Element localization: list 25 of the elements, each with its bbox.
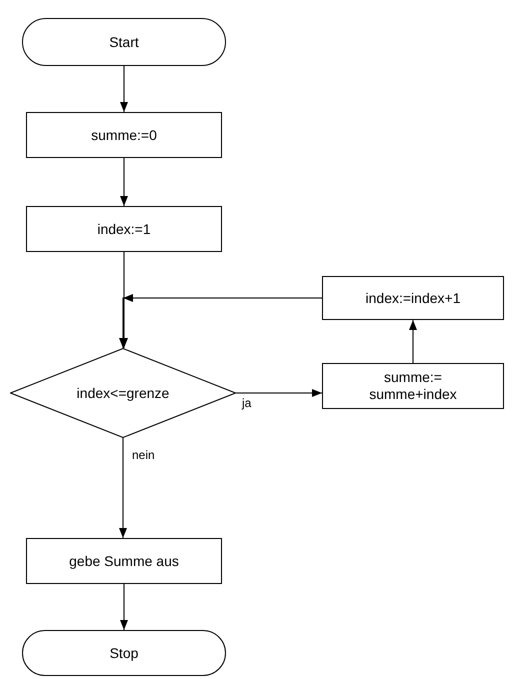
node-text: index<=grenze xyxy=(76,384,170,402)
edge-label: ja xyxy=(241,396,252,410)
node-text: summe:= summe+index xyxy=(369,369,457,403)
node-text: index:=1 xyxy=(97,220,151,238)
node-text: summe:=0 xyxy=(91,126,157,144)
process-box xyxy=(26,112,222,158)
node-text: Stop xyxy=(110,644,138,662)
arrow xyxy=(236,389,322,397)
arrow xyxy=(119,438,127,538)
process-box xyxy=(322,276,504,320)
terminal-box xyxy=(22,630,226,676)
arrow xyxy=(120,66,128,112)
process-box xyxy=(26,206,222,252)
node-text: Start xyxy=(109,34,139,50)
edge-label: nein xyxy=(131,448,156,462)
decision-diamond xyxy=(10,348,236,438)
arrow xyxy=(120,158,128,206)
process-box xyxy=(26,538,222,584)
node-text: index:=index+1 xyxy=(366,290,460,306)
node-text: gebe Summe aus xyxy=(69,552,179,570)
arrow xyxy=(119,294,322,348)
arrow xyxy=(409,320,417,364)
process-box xyxy=(322,363,504,409)
arrow xyxy=(120,584,128,630)
terminal-box xyxy=(22,18,226,66)
